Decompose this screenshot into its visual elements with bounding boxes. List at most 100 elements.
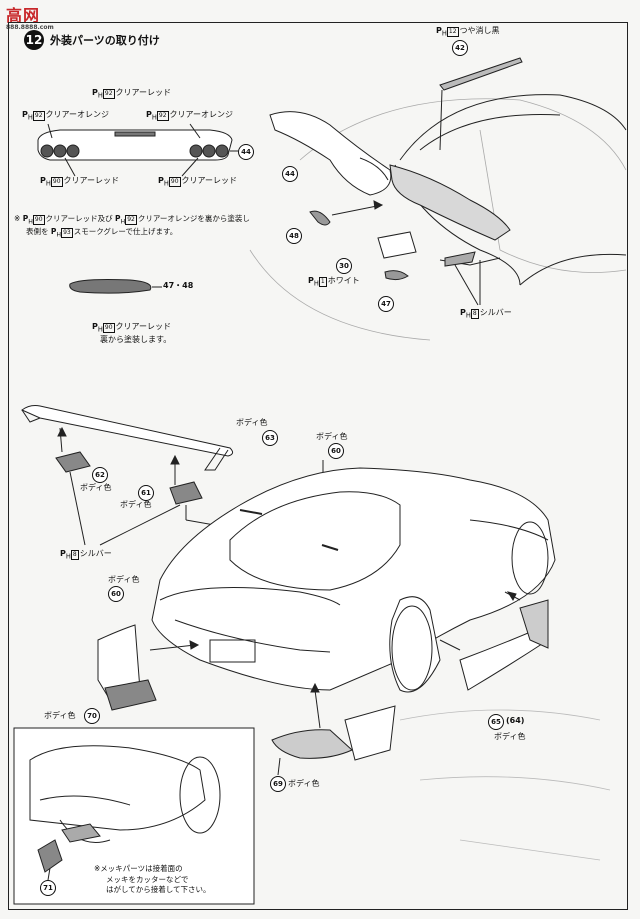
label-body-color-62: ボディ色 [80,483,112,492]
part-number-47: 47 [378,296,394,312]
side-skirt-64 [519,599,549,649]
ph-prefix-p: P [92,88,98,97]
background-parts-bottom [399,709,611,861]
exhaust-pipe-71 [37,839,63,873]
ph-prefix-p: P [436,26,442,35]
part-number-65: 65 [488,714,504,730]
ph-prefix-h: H [151,113,157,122]
part-number-69: 69 [270,776,286,792]
label-body-color-63: ボディ色 [236,418,268,427]
part-number-30: 30 [336,258,352,274]
ph-code-92: 92 [125,215,137,225]
plating-note-line-2: メッキをカッターなどで [106,874,189,884]
part-number-64: (64) [506,716,525,725]
ph-prefix-p: P [308,276,314,285]
plating-note: ※メッキパーツは接着面の メッキをカッターなどで はがしてから接着して下さい。 [94,864,211,896]
label-body-color-69: ボディ色 [288,779,320,788]
label-text: シルバー [479,308,512,317]
ph-prefix-h: H [45,179,51,188]
ph-prefix-h: H [163,179,169,188]
ph-code-8: 8 [70,550,79,560]
ph-code-92: 92 [102,89,115,99]
ph-prefix-h: H [313,279,319,288]
label-text: つや消し黒 [459,26,500,35]
tail-lamp-assembly [37,123,238,177]
diffuser-69 [271,729,353,759]
part-number-70: 70 [84,708,100,724]
step-title: 外装パーツの取り付け [50,34,160,47]
ph-prefix-h: H [97,325,103,334]
watermark-subtext: 888.8888.com [6,24,54,31]
part-number-60-top: 60 [328,443,344,459]
ph-prefix-h: H [56,231,62,239]
label-text: クリアーオレンジ [45,110,110,119]
paint-note-text-1a: クリアーレッド及び [45,214,113,223]
ph-prefix-p: P [114,214,121,223]
part-number-71: 71 [40,880,56,896]
label-body-color-65: ボディ色 [494,732,526,741]
watermark-logo: 高网 888.8888.com [6,2,54,31]
page-frame [8,22,628,910]
label-body-color-60-top: ボディ色 [316,432,348,441]
watermark-text: 高网 [6,6,41,25]
part-number-42: 42 [452,40,468,56]
label-text: クリアーレッド [115,322,172,331]
wing-stay-61 [169,481,203,505]
ph-code-8: 8 [470,309,479,319]
ph-prefix-h: H [441,29,447,38]
ph-prefix-p: P [22,214,29,223]
ph-prefix-p: P [158,176,164,185]
license-plate-30 [377,231,417,259]
label-text: クリアーレッド [181,176,238,185]
trunk-spoiler [389,164,511,241]
part-number-60: 60 [108,586,124,602]
rear-wing-63 [21,405,234,485]
paint-note-text-2b: スモークグレーで仕上げます。 [73,227,178,237]
label-text: クリアーレッド [63,176,120,185]
label-text: クリアーオレンジ [169,110,234,119]
inset-car-rear [29,745,221,881]
ph-prefix-h: H [28,218,33,226]
label-body-color-60: ボディ色 [108,575,140,584]
step-number-badge: 12 [24,30,44,50]
label-body-color-61: ボディ色 [120,500,152,509]
ph-prefix-p: P [146,110,152,119]
ph-prefix-h: H [120,218,126,226]
ph-prefix-p: P [92,322,98,331]
part-number-48: 48 [286,228,302,244]
part-number-63: 63 [262,430,278,446]
ph-code-90: 90 [32,215,45,225]
ph-prefix-p: P [60,549,66,558]
ph-code-92: 92 [32,111,45,121]
reflector-48 [309,210,331,226]
ph-code-12: 12 [446,27,459,37]
exhaust-finisher [444,251,476,267]
note-star: ※ [14,214,21,223]
label-text: ホワイト [327,276,360,285]
ph-code-1: 1 [318,277,327,287]
ph-prefix-h: H [27,113,33,122]
label-body-color-70: ボディ色 [44,711,76,720]
exhaust-detail-inset [13,727,255,905]
lens-part-47-48 [69,279,152,294]
label-text: シルバー [79,549,112,558]
background-car-rear [249,98,627,341]
plating-note-line-1: ※メッキパーツは接着面の [94,864,183,873]
ph-code-90: 90 [102,323,115,333]
ph-prefix-p: P [40,176,46,185]
ph-code-92: 92 [156,111,169,121]
step-header: 12 外装パーツの取り付け [24,30,160,50]
ph-code-93: 93 [61,228,73,239]
part-number-44-lamp: 44 [238,144,254,160]
ph-prefix-p: P [460,308,466,317]
